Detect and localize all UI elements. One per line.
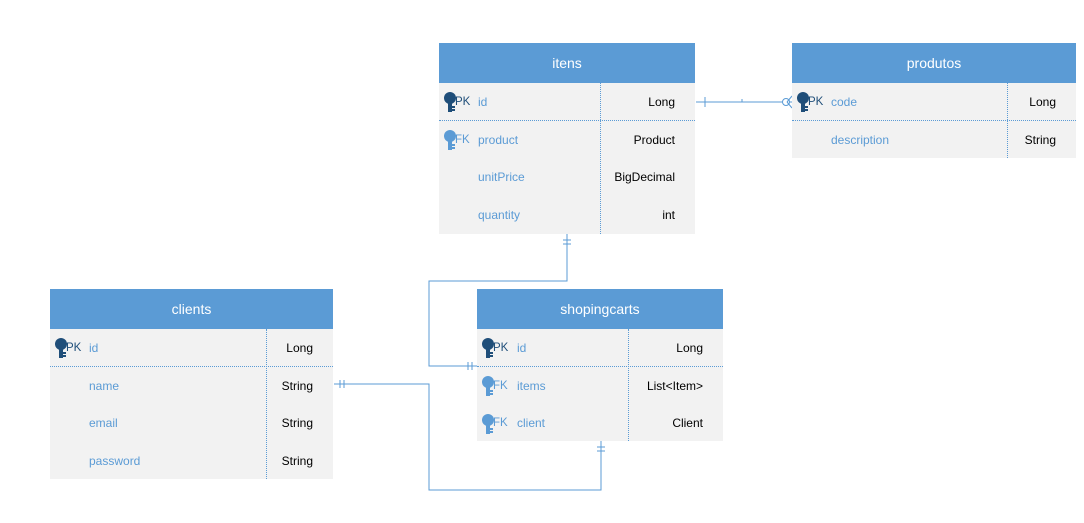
table-row[interactable]: PK id Long bbox=[477, 329, 723, 367]
field-type: String bbox=[281, 378, 313, 393]
field-name: description bbox=[831, 132, 890, 147]
field-type: Long bbox=[648, 94, 675, 109]
field-name: product bbox=[478, 132, 519, 147]
table-produtos[interactable]: produtos PK code Long description String bbox=[792, 43, 1076, 158]
key-icon bbox=[797, 92, 809, 112]
field-name: password bbox=[89, 453, 141, 468]
field-name: unitPrice bbox=[478, 170, 525, 185]
field-name: email bbox=[89, 416, 118, 431]
table-row[interactable]: quantity int bbox=[439, 196, 695, 234]
field-type: List<Item> bbox=[646, 378, 703, 393]
table-header: itens bbox=[439, 43, 695, 83]
field-name: id bbox=[478, 94, 488, 109]
key-icon bbox=[444, 92, 456, 112]
field-name: client bbox=[517, 416, 546, 431]
fk-label: FK bbox=[493, 379, 508, 392]
table-row[interactable]: name String bbox=[50, 367, 333, 405]
table-header: shopingcarts bbox=[477, 289, 723, 329]
table-row[interactable]: PK id Long bbox=[439, 83, 695, 121]
field-name: name bbox=[89, 378, 120, 393]
table-row[interactable]: PK id Long bbox=[50, 329, 333, 367]
table-shopingcarts[interactable]: shopingcarts PK id Long FK items List<It… bbox=[477, 289, 723, 441]
field-name: id bbox=[89, 340, 99, 355]
key-icon bbox=[55, 338, 67, 358]
table-itens[interactable]: itens PK id Long FK product Product unit… bbox=[439, 43, 695, 234]
pk-label: PK bbox=[808, 95, 824, 108]
field-type: Client bbox=[672, 416, 703, 431]
key-icon bbox=[444, 130, 456, 150]
field-name: quantity bbox=[478, 207, 521, 222]
table-header: clients bbox=[50, 289, 333, 329]
table-header: produtos bbox=[792, 43, 1076, 83]
pk-label: PK bbox=[493, 341, 509, 354]
key-icon bbox=[482, 338, 494, 358]
field-type: Long bbox=[1029, 94, 1056, 109]
field-type: String bbox=[281, 453, 313, 468]
field-type: String bbox=[1024, 132, 1056, 147]
pk-label: PK bbox=[66, 341, 82, 354]
field-name: items bbox=[517, 378, 546, 393]
pk-label: PK bbox=[455, 95, 471, 108]
connector-itens-produtos bbox=[696, 95, 793, 109]
field-type: Long bbox=[676, 340, 703, 355]
field-name: code bbox=[831, 94, 858, 109]
table-row[interactable]: FK client Client bbox=[477, 405, 723, 443]
fk-label: FK bbox=[493, 417, 508, 430]
table-row[interactable]: description String bbox=[792, 121, 1076, 159]
table-row[interactable]: PK code Long bbox=[792, 83, 1076, 121]
field-type: Long bbox=[286, 340, 313, 355]
column-divider bbox=[266, 329, 267, 479]
field-type: Product bbox=[633, 132, 675, 147]
field-type: int bbox=[662, 207, 675, 222]
field-type: String bbox=[281, 416, 313, 431]
table-row[interactable]: unitPrice BigDecimal bbox=[439, 159, 695, 197]
key-icon bbox=[482, 376, 494, 396]
column-divider bbox=[628, 329, 629, 441]
connector-clients-shopingcarts bbox=[334, 380, 605, 491]
key-icon bbox=[482, 413, 494, 434]
field-name: id bbox=[517, 340, 527, 355]
table-row[interactable]: password String bbox=[50, 442, 333, 480]
table-row[interactable]: email String bbox=[50, 405, 333, 443]
table-row[interactable]: FK product Product bbox=[439, 121, 695, 159]
column-divider bbox=[600, 83, 601, 234]
table-clients[interactable]: clients PK id Long name String email Str… bbox=[50, 289, 333, 479]
connector-itens-shopingcarts bbox=[428, 234, 571, 370]
field-type: BigDecimal bbox=[614, 170, 675, 185]
table-row[interactable]: FK items List<Item> bbox=[477, 367, 723, 405]
fk-label: FK bbox=[455, 133, 470, 146]
